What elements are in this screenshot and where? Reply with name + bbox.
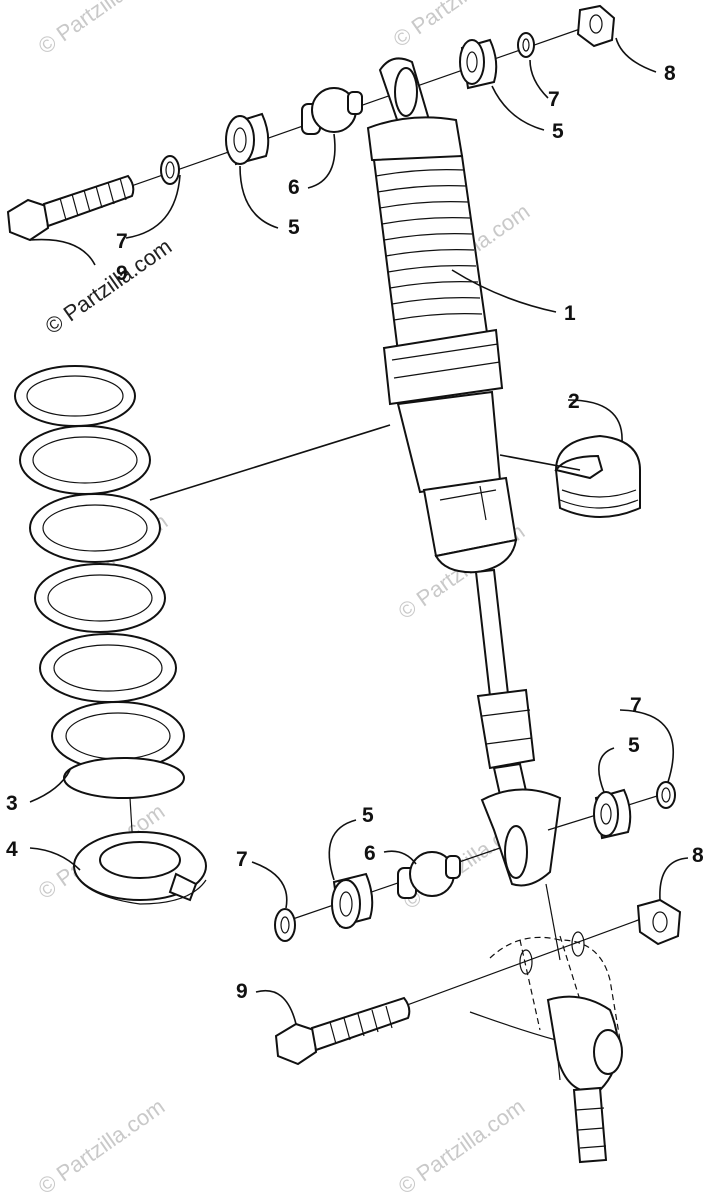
lower-mount-hardware [274,781,682,1066]
callout-1: 1 [564,302,576,325]
callout-7-top-left: 7 [116,230,128,253]
callout-2: 2 [568,390,580,413]
watermark: © Partzilla.com [394,1094,530,1200]
watermark: © Partzilla.com [41,234,177,340]
callout-labels: 1 2 3 4 5 5 5 5 6 6 7 7 7 7 8 8 9 9 [6,62,704,1003]
callout-6-lower: 6 [364,842,376,865]
washer-icon [274,908,296,942]
bushing-icon [593,788,632,840]
callout-5-top-left: 5 [288,216,300,239]
watermark: © Partzilla.com [34,1094,170,1200]
bolt-icon [274,996,411,1066]
callout-9-top: 9 [116,262,128,285]
callout-8-lower: 8 [692,844,704,867]
spherical-bearing-icon [301,87,363,135]
callout-7-top-right: 7 [548,88,560,111]
callout-9-lower: 9 [236,980,248,1003]
bushing-icon [459,38,498,90]
callout-5-top-right: 5 [552,120,564,143]
watermark: © Partzilla.com [389,0,525,52]
washer-icon [160,155,180,185]
shock-absorber [366,57,562,961]
callout-8-top: 8 [664,62,676,85]
callout-6-top: 6 [288,176,300,199]
bolt-icon [6,174,135,242]
tolerance-ring [554,434,641,518]
coil-spring [14,365,185,881]
callout-3: 3 [6,792,18,815]
watermark: © Partzilla.com [34,0,170,59]
spherical-bearing-icon [397,851,461,899]
washer-icon [517,32,535,58]
callout-5-lower-right: 5 [628,734,640,757]
leader-lines [29,37,689,1025]
nut-icon [636,898,682,946]
coil-ribs [375,169,483,321]
washer-icon [656,781,676,809]
callout-4: 4 [6,838,18,861]
callout-7-lower-left: 7 [236,848,248,871]
nut-icon [576,4,616,48]
bushing-icon [225,112,270,166]
bushing-icon [331,872,374,929]
callout-5-lower-left: 5 [362,804,374,827]
callout-7-lower-right: 7 [630,694,642,717]
lower-arm-phantom [469,931,623,1164]
top-mount-hardware [6,4,616,242]
spring-seat [73,831,207,905]
